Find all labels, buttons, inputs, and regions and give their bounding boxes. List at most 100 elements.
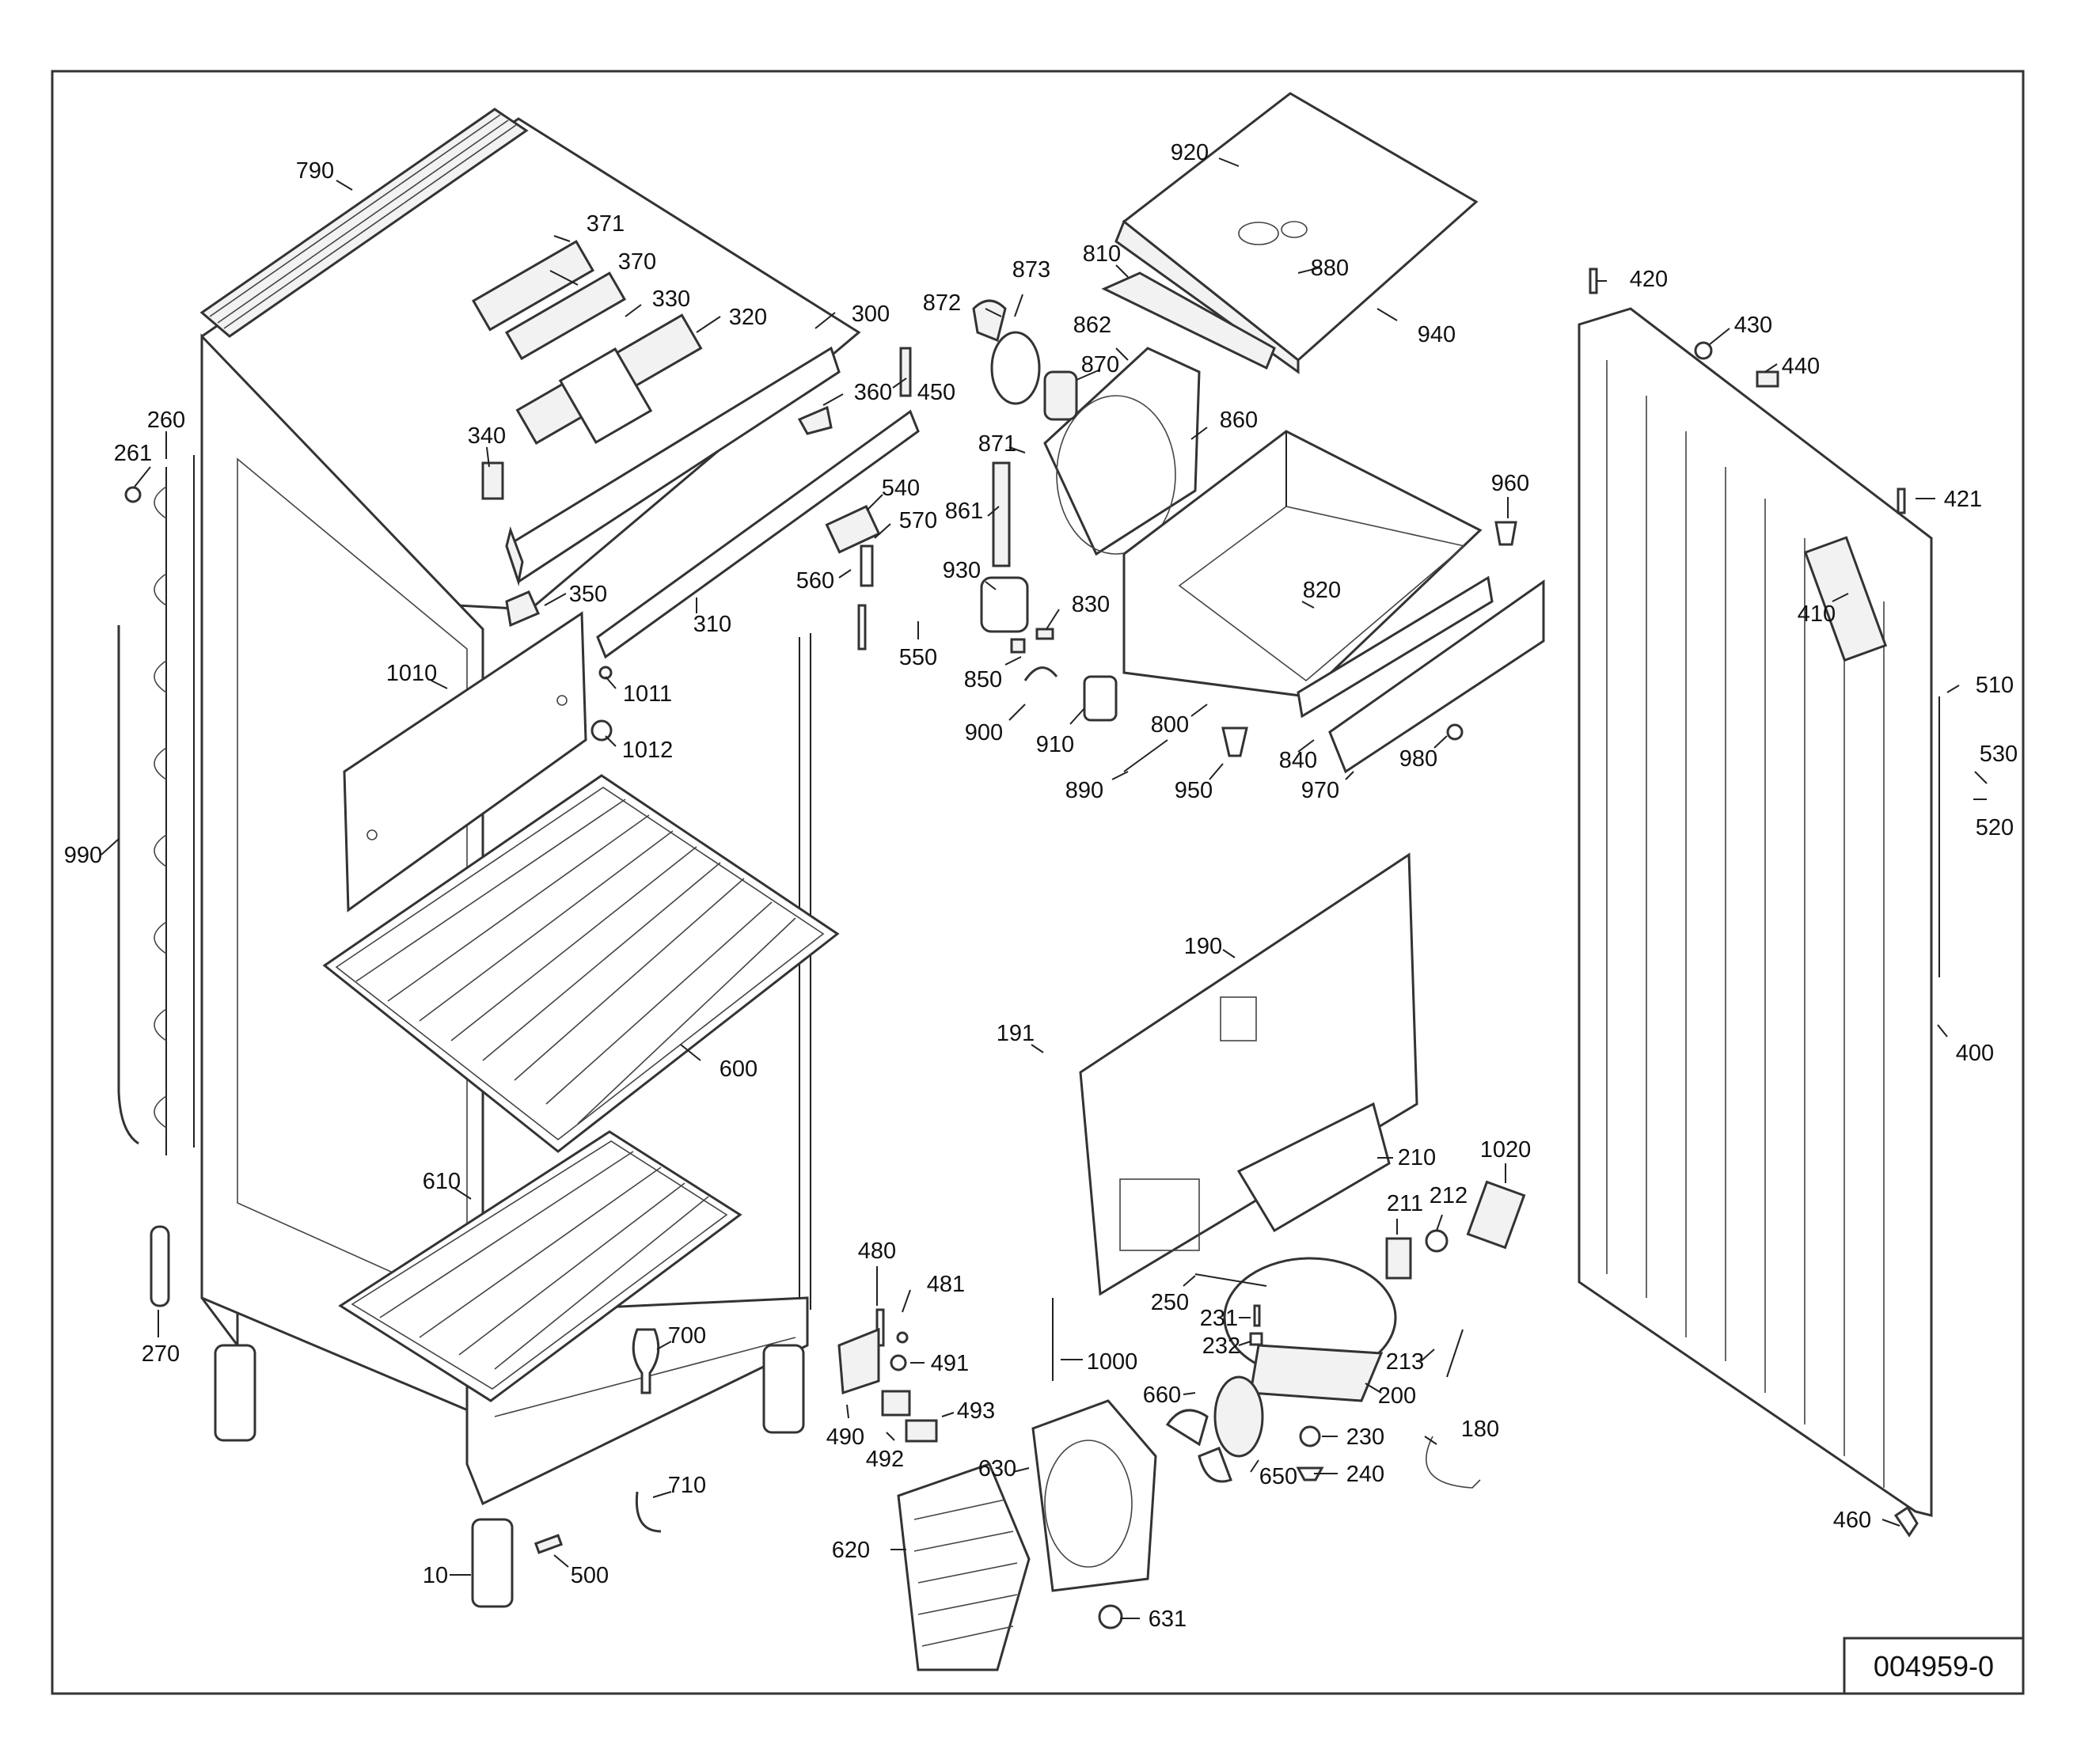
part-callout-850: 850 bbox=[964, 667, 1002, 692]
screw-261 bbox=[124, 486, 142, 503]
part-callout-660: 660 bbox=[1143, 1383, 1181, 1408]
condenser-620 bbox=[897, 1462, 1031, 1671]
part-callout-990: 990 bbox=[64, 843, 102, 868]
part-callout-710: 710 bbox=[668, 1473, 706, 1498]
part-callout-520: 520 bbox=[1976, 815, 2014, 840]
part-callout-510: 510 bbox=[1976, 673, 2014, 698]
part-900 bbox=[1023, 666, 1058, 681]
part-callout-230: 230 bbox=[1346, 1424, 1384, 1450]
title-block: 004959-0 bbox=[1843, 1637, 2025, 1695]
relay-211 bbox=[1385, 1237, 1412, 1280]
part-callout-210: 210 bbox=[1398, 1145, 1436, 1170]
part-callout-350: 350 bbox=[569, 582, 607, 607]
part-callout-400: 400 bbox=[1956, 1041, 1994, 1066]
part-callout-820: 820 bbox=[1303, 578, 1341, 603]
part-callout-440: 440 bbox=[1782, 354, 1820, 379]
part-callout-830: 830 bbox=[1072, 592, 1110, 617]
capillary-tube-990 bbox=[117, 625, 139, 1145]
part-callout-950: 950 bbox=[1175, 778, 1213, 803]
duct-210 bbox=[1236, 1102, 1391, 1233]
part-callout-232: 232 bbox=[1202, 1333, 1240, 1359]
condenser-coil-260 bbox=[154, 455, 195, 1155]
part-callout-890: 890 bbox=[1065, 778, 1103, 803]
part-callout-460: 460 bbox=[1833, 1508, 1871, 1533]
tube-250 bbox=[1194, 1273, 1267, 1287]
part-callout-1011: 1011 bbox=[623, 681, 672, 707]
part-callout-211: 211 bbox=[1387, 1191, 1423, 1216]
fan-shroud-630 bbox=[1031, 1399, 1157, 1592]
part-callout-360: 360 bbox=[854, 380, 892, 405]
part-1020 bbox=[1466, 1180, 1526, 1250]
part-callout-860: 860 bbox=[1220, 408, 1258, 433]
lock-assembly bbox=[825, 347, 912, 651]
part-callout-450: 450 bbox=[917, 380, 955, 405]
screw-231 bbox=[1253, 1304, 1261, 1327]
part-callout-940: 940 bbox=[1418, 322, 1456, 347]
part-callout-492: 492 bbox=[866, 1447, 904, 1472]
fan-870 bbox=[972, 299, 1078, 421]
part-callout-980: 980 bbox=[1399, 746, 1437, 772]
clip-500 bbox=[533, 1534, 564, 1554]
part-callout-810: 810 bbox=[1083, 241, 1121, 267]
part-callout-481: 481 bbox=[927, 1272, 965, 1297]
part-960 bbox=[1494, 521, 1517, 546]
part-callout-1020: 1020 bbox=[1480, 1137, 1532, 1163]
part-callout-370: 370 bbox=[618, 249, 656, 275]
part-callout-190: 190 bbox=[1184, 934, 1222, 959]
part-callout-872: 872 bbox=[923, 290, 961, 316]
part-callout-620: 620 bbox=[832, 1538, 870, 1563]
part-callout-270: 270 bbox=[142, 1341, 180, 1367]
part-callout-1012: 1012 bbox=[622, 738, 674, 763]
drip-tray-820 bbox=[1122, 430, 1483, 698]
part-callout-870: 870 bbox=[1081, 352, 1119, 377]
wire-shelf-600 bbox=[322, 774, 840, 1153]
gasket-930 bbox=[980, 576, 1029, 633]
part-700 bbox=[632, 1328, 660, 1394]
part-callout-650: 650 bbox=[1259, 1464, 1297, 1489]
drawing-frame bbox=[51, 70, 2025, 1695]
part-callout-340: 340 bbox=[468, 423, 506, 449]
bracket-490-493 bbox=[837, 1308, 938, 1443]
part-callout-600: 600 bbox=[720, 1057, 758, 1082]
control-panel-assembly bbox=[471, 240, 920, 659]
part-callout-910: 910 bbox=[1036, 732, 1074, 757]
part-callout-191: 191 bbox=[997, 1021, 1035, 1046]
part-callout-900: 900 bbox=[965, 720, 1003, 745]
part-callout-540: 540 bbox=[882, 476, 920, 501]
part-callout-500: 500 bbox=[571, 1563, 609, 1588]
part-910 bbox=[1083, 675, 1118, 722]
part-callout-10: 10 bbox=[423, 1563, 448, 1588]
part-callout-320: 320 bbox=[729, 305, 767, 330]
part-callout-530: 530 bbox=[1980, 742, 2018, 767]
part-callout-231: 231 bbox=[1200, 1306, 1238, 1331]
cover-panel-1010 bbox=[343, 611, 613, 912]
part-callout-873: 873 bbox=[1012, 257, 1050, 283]
compressor-200 bbox=[1223, 1257, 1397, 1402]
part-callout-180: 180 bbox=[1461, 1417, 1499, 1442]
part-callout-480: 480 bbox=[858, 1239, 896, 1264]
grommet-631 bbox=[1098, 1604, 1123, 1629]
part-callout-430: 430 bbox=[1734, 313, 1772, 338]
part-callout-880: 880 bbox=[1311, 256, 1349, 281]
part-callout-550: 550 bbox=[899, 645, 937, 670]
part-callout-250: 250 bbox=[1151, 1290, 1189, 1315]
part-callout-920: 920 bbox=[1171, 140, 1209, 165]
part-callout-700: 700 bbox=[668, 1323, 706, 1349]
top-grill-790 bbox=[199, 108, 529, 338]
part-callout-570: 570 bbox=[899, 508, 937, 533]
part-callout-1010: 1010 bbox=[386, 661, 438, 686]
leader-lines bbox=[101, 157, 1988, 1619]
part-callout-371: 371 bbox=[587, 211, 625, 237]
evaporator-cover-920 bbox=[1114, 92, 1479, 374]
screw-232 bbox=[1249, 1332, 1263, 1346]
drain-710 bbox=[635, 1491, 662, 1533]
baffle-810 bbox=[1101, 271, 1276, 370]
fan-frame-860 bbox=[992, 347, 1201, 567]
fan-motor-650 bbox=[1165, 1375, 1264, 1483]
part-callout-800: 800 bbox=[1151, 712, 1189, 738]
part-callout-790: 790 bbox=[296, 158, 334, 184]
foot-240 bbox=[1296, 1466, 1324, 1481]
